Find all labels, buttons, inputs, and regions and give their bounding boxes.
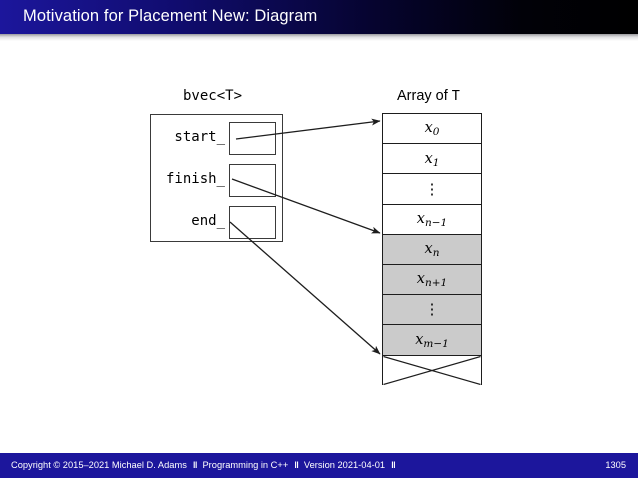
arrow-end-to-one-past-end	[229, 221, 381, 355]
vertical-dots-icon: ⋮	[424, 300, 440, 319]
array-cell-label: x1	[424, 150, 440, 169]
member-label-finish: finish_	[165, 171, 225, 187]
footer-separator: ‖	[192, 460, 198, 470]
member-slot-end	[229, 206, 276, 239]
pointer-arrows-layer	[229, 118, 381, 355]
slide-header: Motivation for Placement New: Diagram	[0, 0, 638, 34]
bvec-struct-box: start_ finish_ end_	[150, 114, 283, 242]
footer-separator: ‖	[294, 460, 299, 470]
array-cell-label: xm−1	[415, 331, 449, 350]
arrow-start-to-x0	[235, 118, 381, 140]
footer-info: Copyright © 2015–2021 Michael D. Adams ‖ P…	[11, 460, 401, 470]
header-shadow-divider	[0, 34, 638, 41]
array-cell-ellipsis-upper: ⋮	[383, 174, 481, 205]
footer-version: Version 2021-04-01	[303, 460, 386, 470]
page-number: 1305	[605, 460, 626, 470]
footer-copyright: Copyright © 2015–2021 Michael D. Adams	[11, 460, 187, 470]
array-caption: Array of T	[397, 88, 460, 104]
array-of-t-column: x0 x1 ⋮ xn−1 xn xn+1 ⋮ xm−1	[382, 113, 482, 386]
array-cell-one-past-end	[383, 355, 481, 386]
array-cell-x1: x1	[383, 144, 481, 175]
member-label-start: start_	[174, 129, 225, 145]
footer-separator: ‖	[391, 460, 396, 470]
array-caption-type: T	[451, 88, 460, 104]
array-cell-label: xn+1	[416, 271, 448, 290]
array-cell-label: xn	[424, 241, 440, 260]
crossed-out-cell-icon	[383, 356, 481, 386]
array-cell-xn: xn	[383, 234, 481, 265]
slide-footer: Copyright © 2015–2021 Michael D. Adams ‖ P…	[0, 453, 638, 478]
array-cell-ellipsis-lower: ⋮	[383, 295, 481, 326]
footer-course: Programming in C++	[202, 460, 289, 470]
member-row-end: end_	[151, 204, 284, 242]
array-cell-x0: x0	[383, 114, 481, 145]
page-title: Motivation for Placement New: Diagram	[23, 7, 318, 25]
slide-content-area: bvec<T> Array of T start_ finish_ end_ x…	[0, 41, 638, 453]
array-caption-text: Array of	[397, 88, 452, 104]
array-cell-label: x0	[424, 120, 440, 139]
array-cell-label: xn−1	[416, 210, 448, 229]
array-cell-xn-plus-1: xn+1	[383, 264, 481, 296]
member-label-end: end_	[191, 213, 225, 229]
array-cell-xm-minus-1: xm−1	[383, 325, 481, 356]
vertical-dots-icon: ⋮	[424, 179, 440, 198]
bvec-struct-caption: bvec<T>	[183, 88, 243, 104]
arrow-finish-to-xn	[231, 178, 381, 234]
array-cell-xn-minus-1: xn−1	[383, 204, 481, 235]
